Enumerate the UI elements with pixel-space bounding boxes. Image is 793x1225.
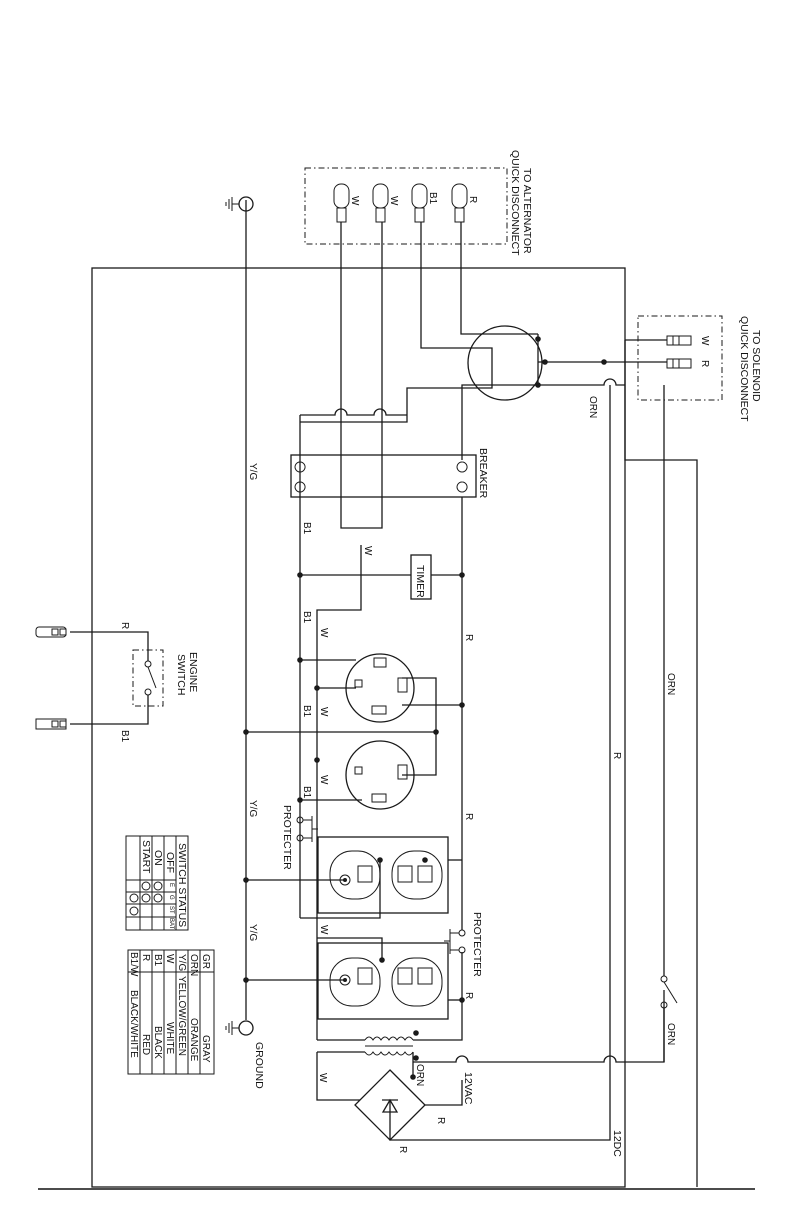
orn-label-top: ORN — [587, 396, 598, 418]
switch-status-table — [125, 835, 189, 931]
w-label-3: W — [318, 707, 329, 717]
legend-code-1: ORN — [188, 954, 199, 976]
protecter-1-label: PROTECTER — [281, 805, 293, 870]
switch-status-row-on: ON — [152, 850, 164, 866]
transformer-coil — [364, 1036, 414, 1056]
solenoid-disconnect-box — [637, 315, 723, 401]
engine-plug-bottom — [35, 718, 67, 730]
alternator-b1-label: B1 — [427, 192, 438, 205]
legend-code-5: R — [140, 954, 151, 961]
yg-label-3: Y/G — [247, 924, 258, 941]
engine-switch-b1-label: B1 — [119, 730, 130, 743]
breaker-label: BREAKER — [477, 448, 489, 499]
legend-code-3: W — [164, 954, 175, 964]
w-label-2: W — [318, 628, 329, 638]
duplex-receptacle-1 — [317, 836, 449, 914]
r-label-rect-1: R — [435, 1117, 446, 1124]
w-label-5: W — [318, 925, 329, 935]
twistlock-receptacle-1 — [345, 653, 415, 723]
b1-label-4: B1 — [301, 786, 312, 799]
bridge-rectifier — [354, 1069, 426, 1141]
alternator-title-1: TO ALTERNATOR — [521, 168, 533, 254]
legend-code-2: Y/G — [176, 954, 187, 971]
legend-name-2: YELLOW/GREEN — [176, 976, 187, 1056]
switch-status-col-e: E — [168, 883, 174, 887]
engine-switch-r-label: R — [119, 622, 130, 629]
b1-label-3: B1 — [301, 705, 312, 718]
switch-status-row-start: START — [140, 840, 152, 874]
alternator-wiring — [300, 222, 698, 1187]
color-legend-table — [127, 949, 215, 1075]
solenoid-title-2: QUICK DISCONNECT — [738, 316, 750, 422]
b1-label-1: B1 — [301, 522, 312, 535]
alternator-r-label: R — [467, 196, 478, 203]
yg-label-1: Y/G — [247, 463, 258, 480]
engine-switch-title-1: ENGINE — [187, 652, 199, 692]
alternator-disconnect-box — [304, 167, 508, 245]
engine-switch-contacts — [144, 660, 157, 696]
main-buses — [245, 222, 463, 1040]
duplex-receptacle-2 — [317, 942, 449, 1020]
r-label-1: R — [463, 634, 474, 641]
switch-status-col-g: G — [168, 895, 174, 900]
legend-name-6: BLACK/WHITE — [128, 990, 139, 1058]
r-label-3: R — [463, 992, 474, 999]
breaker — [290, 454, 477, 498]
w-label-4: W — [318, 775, 329, 785]
alternator-junction — [467, 325, 543, 401]
ground-symbol-top — [225, 197, 239, 211]
legend-code-4: B1 — [152, 954, 163, 967]
ground-ring-bottom — [238, 1020, 254, 1036]
r-label-rect-2: R — [397, 1146, 408, 1153]
alternator-title-2: QUICK DISCONNECT — [509, 150, 521, 256]
b1-label-2: B1 — [301, 611, 312, 624]
solenoid-w-label: W — [699, 336, 710, 346]
legend-name-1: ORANGE — [188, 1018, 199, 1062]
switch-status-col-bat: BAT — [168, 918, 174, 930]
ground-symbol-bottom — [225, 1021, 239, 1035]
switch-status-col-st: ST — [168, 906, 174, 914]
legend-name-3: WHITE — [164, 1022, 175, 1055]
protecter-1 — [296, 816, 318, 842]
w-label-1: W — [362, 546, 373, 556]
engine-plug-top — [35, 626, 67, 638]
legend-name-0: GRAY — [200, 1035, 211, 1063]
legend-name-5: RED — [140, 1034, 151, 1055]
switch-status-title: SWITCH STATUS — [176, 843, 188, 927]
solenoid-r-label: R — [699, 360, 710, 367]
timer-label: TIMER — [414, 565, 426, 598]
orn-label-right: ORN — [665, 673, 676, 695]
dc-label: 12DC — [611, 1130, 623, 1157]
protecter-2-label: PROTECTER — [471, 912, 483, 977]
solenoid-title-1: TO SOLENOID — [750, 330, 762, 402]
timer — [410, 554, 432, 600]
engine-switch-title-2: SWITCH — [175, 654, 187, 695]
r-label-right: R — [611, 752, 622, 759]
solenoid-connectors — [666, 335, 692, 369]
alternator-w1-label: W — [349, 196, 360, 206]
legend-code-0: GR — [200, 954, 211, 969]
switch-status-row-off: OFF — [164, 852, 176, 873]
r-label-2: R — [463, 813, 474, 820]
alternator-w2-label: W — [388, 196, 399, 206]
legend-name-4: BLACK — [152, 1026, 163, 1059]
main-frame — [91, 267, 626, 1188]
w-label-rect: W — [317, 1073, 328, 1083]
protecter-2 — [444, 929, 466, 954]
orn-label-bottom: ORN — [665, 1023, 676, 1045]
legend-code-6: B1/W — [128, 952, 139, 977]
yg-label-2: Y/G — [247, 800, 258, 817]
alternator-connectors — [333, 183, 468, 223]
vac-label: 12VAC — [462, 1072, 474, 1105]
ground-label: GROUND — [253, 1042, 265, 1089]
orn-label-rect: ORN — [414, 1064, 425, 1086]
